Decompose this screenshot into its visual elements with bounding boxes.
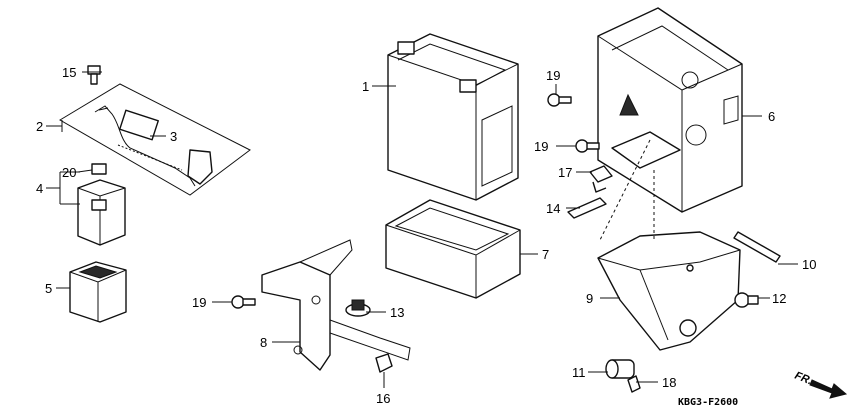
callout-5: 5 [45, 281, 52, 296]
battery-1 [387, 33, 519, 201]
grommet-13 [345, 299, 371, 317]
callout-11: 11 [572, 365, 586, 380]
callout-7: 7 [542, 247, 549, 262]
bolt-12 [734, 292, 759, 308]
bolt-19-a [547, 93, 572, 107]
callout-1: 1 [362, 79, 369, 94]
callout-19-a: 19 [546, 68, 560, 83]
callout-9: 9 [586, 291, 593, 306]
fuse-20 [91, 163, 107, 175]
callout-15: 15 [62, 65, 76, 80]
collar-11 [605, 359, 635, 379]
bolt-19-c [231, 295, 256, 309]
callout-6: 6 [768, 109, 775, 124]
nut-16 [375, 353, 393, 373]
battery-stay-8 [261, 239, 411, 371]
battery-case-7 [385, 199, 521, 299]
direction-indicator: FR. [793, 370, 848, 399]
callout-12: 12 [772, 291, 786, 306]
pin-18 [627, 375, 641, 393]
callout-19-c: 19 [192, 295, 206, 310]
callout-16: 16 [376, 391, 390, 406]
callout-14: 14 [546, 201, 560, 216]
drawing-code: KBG3-F2600 [678, 397, 738, 408]
callout-18: 18 [662, 375, 676, 390]
callout-4: 4 [36, 181, 43, 196]
cover-9 [597, 231, 741, 351]
callout-20: 20 [62, 165, 76, 180]
callout-17: 17 [558, 165, 572, 180]
relay-boot-5 [69, 261, 127, 323]
clip-14 [567, 197, 607, 219]
nut-17 [589, 165, 613, 193]
callout-19-b: 19 [534, 139, 548, 154]
callout-2: 2 [36, 119, 43, 134]
callout-numbers: 1 2 3 4 5 6 7 8 9 10 11 12 13 14 15 16 1… [36, 65, 816, 406]
bolt-19-b [575, 139, 600, 153]
leader-lines [46, 71, 798, 388]
callout-3: 3 [170, 129, 177, 144]
callout-10: 10 [802, 257, 816, 272]
battery-box-6 [597, 7, 743, 213]
rod-10 [733, 231, 781, 263]
callout-8: 8 [260, 335, 267, 350]
cable-assembly [59, 83, 251, 196]
bolt-15 [87, 65, 101, 85]
front-arrow-icon [809, 379, 848, 399]
relay-4 [77, 179, 126, 246]
callout-13: 13 [390, 305, 404, 320]
